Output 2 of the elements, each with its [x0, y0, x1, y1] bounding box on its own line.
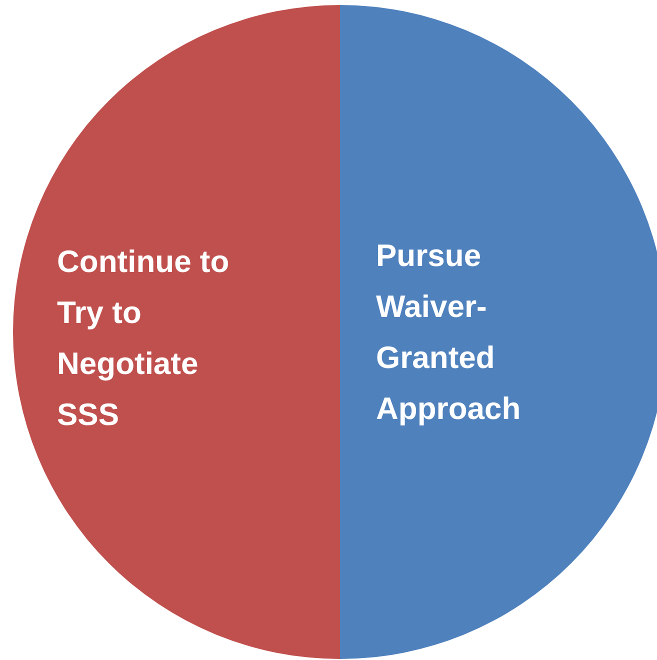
slice-label: Continue to Try to Negotiate SSS: [57, 243, 230, 434]
slice-label: Pursue Waiver-Granted Approach: [376, 237, 522, 428]
